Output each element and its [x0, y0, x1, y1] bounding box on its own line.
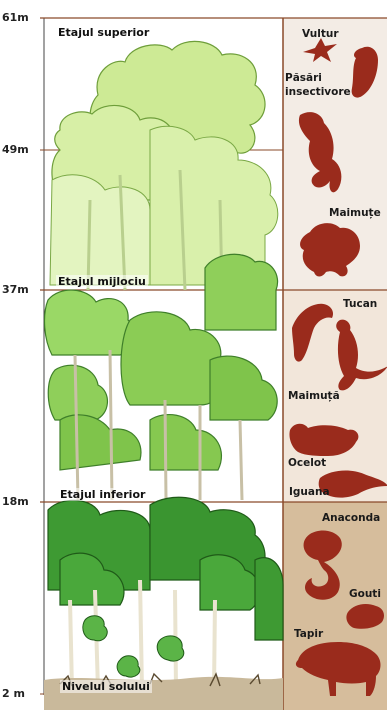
emergent-canopy: [50, 41, 278, 290]
middle-canopy: [45, 254, 278, 500]
animal-anaconda: Anaconda: [322, 512, 380, 524]
animal-ocelot: Ocelot: [288, 457, 326, 469]
animal-tapir: Tapir: [294, 628, 323, 640]
layer-canopy-label: Etajul mijlociu: [56, 275, 148, 288]
animal-iguana: Iguana: [289, 486, 330, 498]
tick-37: 37m: [2, 284, 29, 296]
layer-emergent-label: Etajul superior: [56, 26, 151, 39]
tick-61: 61m: [2, 12, 29, 24]
animal-gouti: Gouti: [349, 588, 381, 600]
layer-forest-floor-label: Nivelul solului: [60, 680, 152, 693]
animal-maimuta: Maimuță: [288, 390, 340, 402]
animal-insectivore: insectivore: [285, 86, 351, 98]
understory: [48, 497, 283, 690]
animal-tucan: Tucan: [343, 298, 377, 310]
tick-2: 2 m: [2, 688, 25, 700]
layer-understory-label: Etajul inferior: [58, 488, 147, 501]
tick-18: 18m: [2, 496, 29, 508]
animal-vultur: Vultur: [302, 28, 339, 40]
animal-maimute: Maimuțe: [329, 207, 381, 219]
tick-49: 49m: [2, 144, 29, 156]
animal-pasari: Păsări: [285, 72, 322, 84]
